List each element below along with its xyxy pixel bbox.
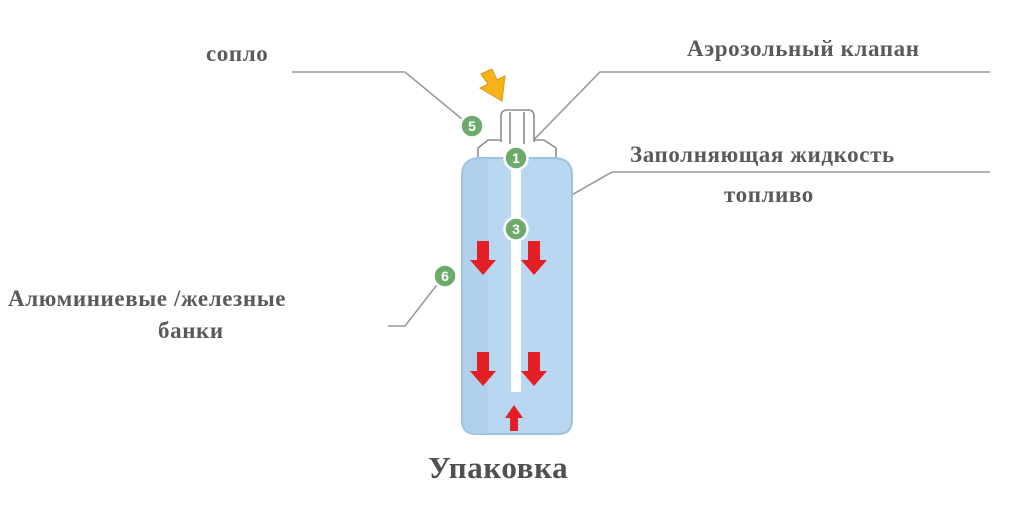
press-arrow-icon — [478, 68, 506, 102]
marker-number: 1 — [512, 150, 520, 166]
label-cans-line1: Алюминиевые /железные — [8, 286, 287, 311]
leader-line-cans — [388, 276, 444, 327]
marker-3: 3 — [503, 216, 529, 242]
marker-1: 1 — [503, 145, 529, 171]
pressure-arrows — [470, 241, 547, 431]
leader-line-nozzle — [292, 71, 469, 125]
marker-number: 3 — [512, 221, 520, 237]
actuator-inner — [509, 112, 525, 144]
actuator-stem — [500, 109, 535, 142]
diagram-caption: Упаковка — [428, 450, 569, 485]
pressure-arrow-down — [521, 241, 547, 275]
label-aerosol-valve: Аэрозольный клапан — [687, 36, 920, 61]
marker-6: 6 — [432, 263, 458, 289]
label-fuel: топливо — [724, 182, 814, 207]
label-nozzle: сопло — [206, 41, 269, 66]
dip-tube — [511, 160, 521, 392]
marker-number: 5 — [468, 118, 476, 134]
label-cans-line2: банки — [158, 318, 224, 343]
pressure-arrow-down — [470, 241, 496, 275]
flow-arrow-up — [505, 405, 523, 431]
pressure-arrow-down — [521, 352, 547, 386]
marker-number: 6 — [441, 268, 449, 284]
marker-5: 5 — [459, 113, 485, 139]
label-filling-liquid: Заполняющая жидкость — [630, 142, 895, 167]
leader-lines — [292, 71, 990, 327]
can-body-shade — [462, 158, 488, 434]
leader-line-valve — [515, 71, 990, 159]
pressure-arrow-down — [470, 352, 496, 386]
